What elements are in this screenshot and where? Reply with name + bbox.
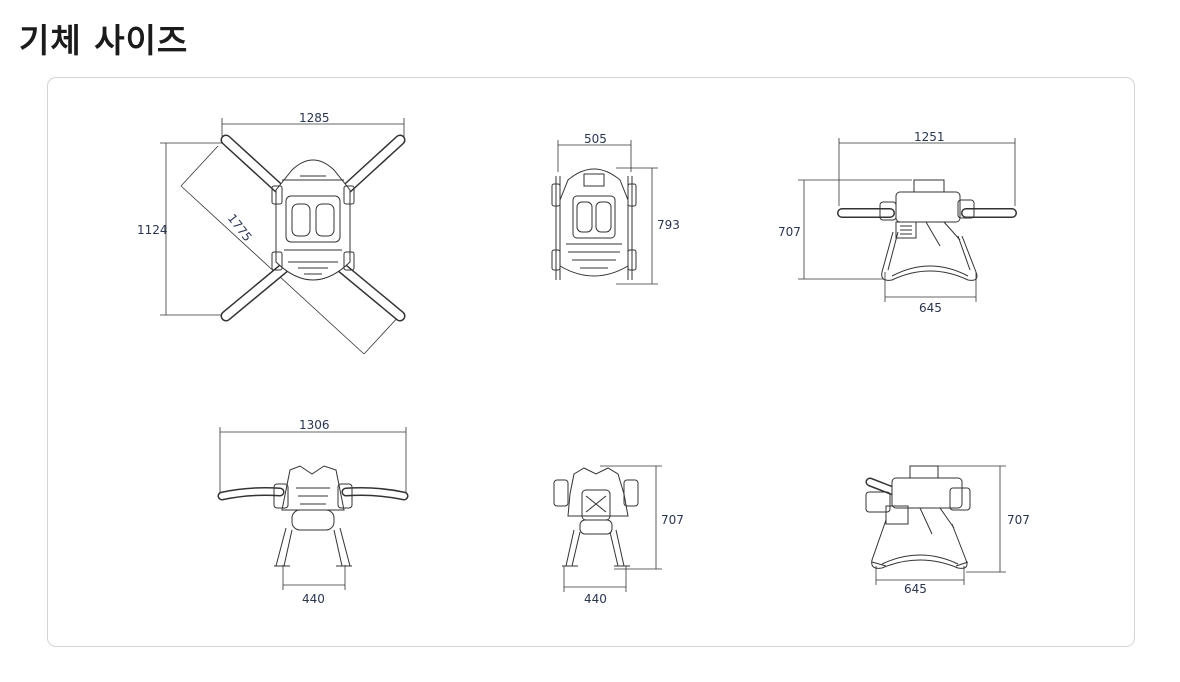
- front-folded-drawing: [553, 465, 662, 592]
- page-title: 기체 사이즈: [19, 21, 189, 60]
- top-height-label: 1124: [137, 223, 168, 237]
- front-top-drawing: [551, 140, 658, 285]
- side-top-drawing: [798, 138, 1017, 302]
- front-unfolded-width-label: 1306: [299, 418, 330, 432]
- side-top-width-label: 1251: [914, 130, 945, 144]
- side-top-height-label: 707: [778, 225, 801, 239]
- front-unfolded-drawing: [217, 427, 409, 590]
- side-folded-base-label: 645: [904, 582, 927, 596]
- front-top-width-label: 505: [584, 132, 607, 146]
- top-view-drawing: [160, 118, 406, 355]
- top-width-label: 1285: [299, 111, 330, 125]
- front-unfolded-base-label: 440: [302, 592, 325, 606]
- front-folded-base-label: 440: [584, 592, 607, 606]
- front-top-height-label: 793: [657, 218, 680, 232]
- front-folded-height-label: 707: [661, 513, 684, 527]
- side-folded-height-label: 707: [1007, 513, 1030, 527]
- side-top-base-label: 645: [919, 301, 942, 315]
- side-folded-drawing: [865, 465, 1006, 585]
